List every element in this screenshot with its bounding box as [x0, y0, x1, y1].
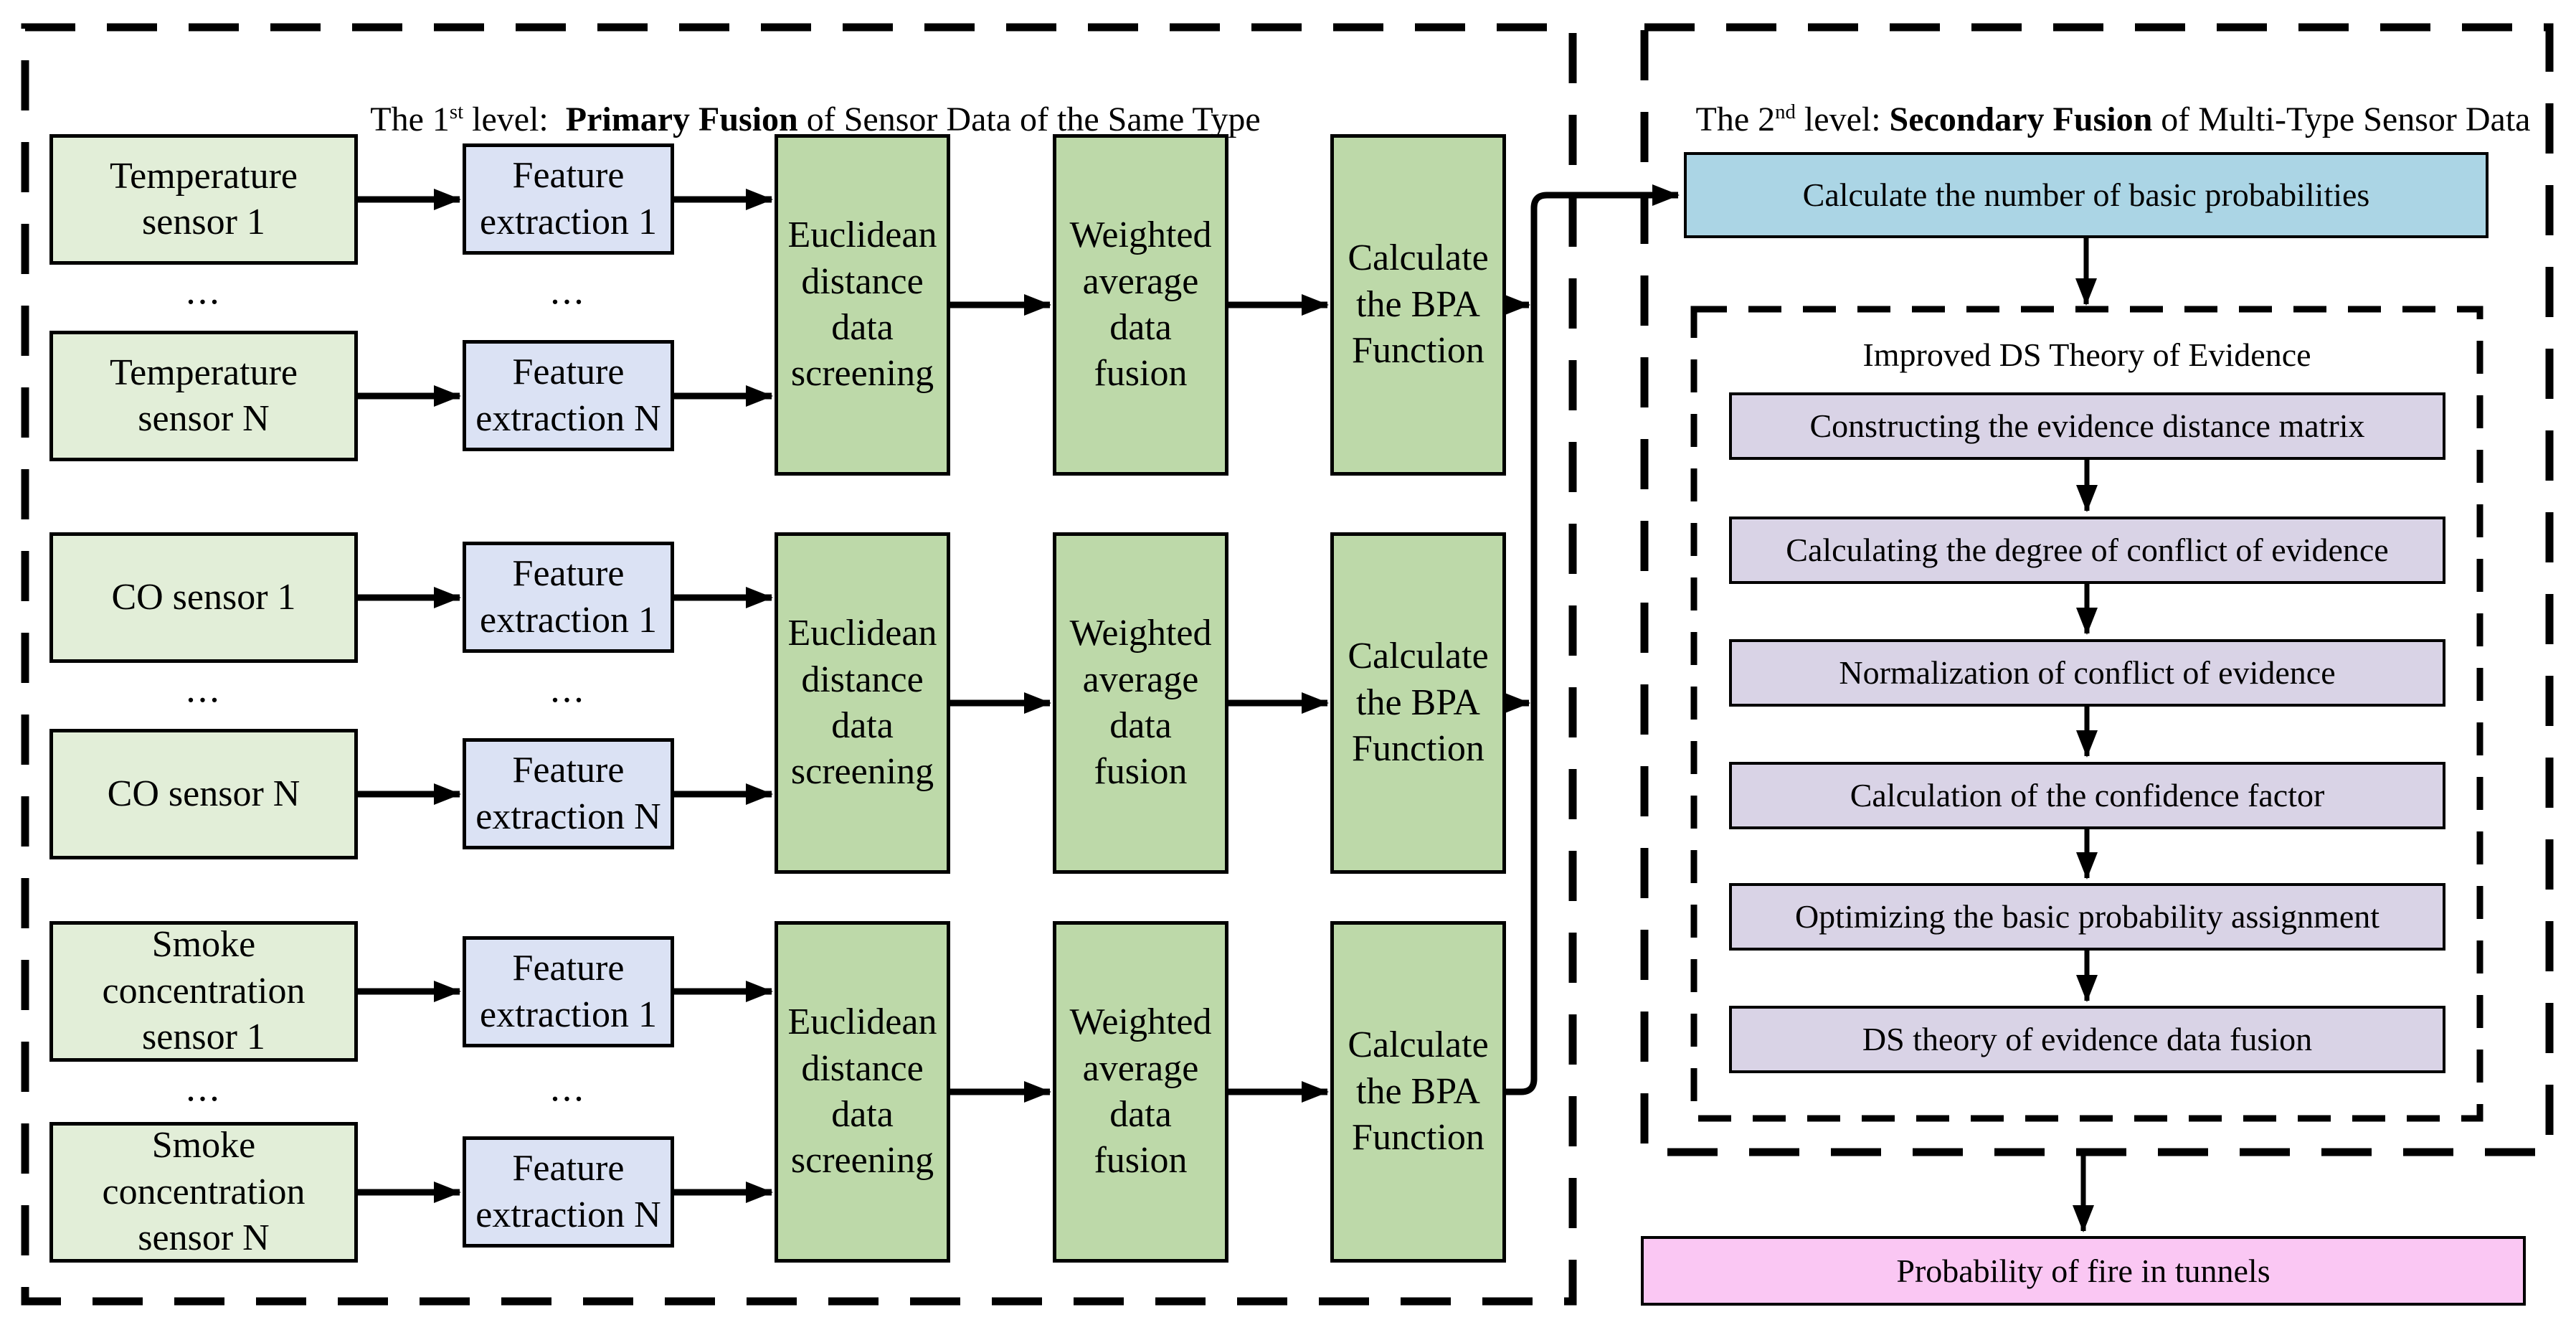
smoke-euclidean-screening-box: Euclidean distance data screening [775, 921, 950, 1263]
step-optimizing-bpa-box: Optimizing the basic probability assignm… [1729, 883, 2445, 951]
dashed-frames [21, 23, 2554, 1306]
level2-title: The 2nd level: Secondary Fusion of Multi… [1642, 57, 2549, 181]
level1-dashed-frame [21, 23, 1577, 1306]
step-degree-of-conflict-box: Calculating the degree of conflict of ev… [1729, 517, 2445, 584]
level1-arrows [358, 189, 1530, 1203]
level1-title-mid: level: [463, 100, 566, 138]
co-weighted-fusion-box: Weighted average data fusion [1053, 532, 1228, 874]
smoke-bpa-function-box: Calculate the BPA Function [1330, 921, 1506, 1263]
level2-arrows [2073, 238, 2098, 1232]
level2-title-bold: Secondary Fusion [1889, 100, 2153, 138]
level1-title-prefix: The 1 [370, 100, 450, 138]
step-confidence-factor-box: Calculation of the confidence factor [1729, 762, 2445, 829]
temp-feature-ellipsis: ... [550, 269, 586, 312]
temp-weighted-fusion-box: Weighted average data fusion [1053, 134, 1228, 476]
temp-euclidean-screening-box: Euclidean distance data screening [775, 134, 950, 476]
ds-theory-title: Improved DS Theory of Evidence [1862, 336, 2311, 373]
co-euclidean-screening-box: Euclidean distance data screening [775, 532, 950, 874]
bus-to-level2 [1506, 184, 1680, 1095]
step-ds-data-fusion-box: DS theory of evidence data fusion [1729, 1006, 2445, 1073]
smoke-weighted-fusion-box: Weighted average data fusion [1053, 921, 1228, 1263]
level2-title-prefix: The 2 [1695, 100, 1776, 138]
temperature-sensor-n-box: Temperature sensor N [49, 331, 358, 461]
smoke-sensor-n-box: Smoke concentration sensor N [49, 1122, 358, 1263]
level1-title: The 1st level: Primary Fusion of Sensor … [22, 57, 1575, 181]
smoke-feature-extraction-1-box: Feature extraction 1 [463, 936, 674, 1047]
smoke-sensor-ellipsis: ... [186, 1066, 222, 1109]
temperature-sensor-1-box: Temperature sensor 1 [49, 134, 358, 265]
level1-title-superscript: st [449, 100, 464, 123]
smoke-sensor-1-box: Smoke concentration sensor 1 [49, 921, 358, 1062]
calc-basic-probabilities-box: Calculate the number of basic probabilit… [1684, 152, 2489, 238]
co-sensor-n-box: CO sensor N [49, 729, 358, 859]
temp-feature-extraction-1-box: Feature extraction 1 [463, 143, 674, 255]
co-sensor-ellipsis: ... [186, 667, 222, 710]
step-evidence-distance-matrix-box: Constructing the evidence distance matri… [1729, 392, 2445, 460]
smoke-feature-ellipsis: ... [550, 1066, 586, 1109]
co-feature-extraction-1-box: Feature extraction 1 [463, 542, 674, 653]
level1-title-rest: of Sensor Data of the Same Type [797, 100, 1261, 138]
level2-dashed-frame [1640, 23, 2554, 1156]
level2-title-superscript: nd [1775, 100, 1796, 123]
level2-title-rest: of Multi-Type Sensor Data [2152, 100, 2531, 138]
fire-probability-output-box: Probability of fire in tunnels [1641, 1236, 2526, 1306]
co-sensor-1-box: CO sensor 1 [49, 532, 358, 663]
co-bpa-function-box: Calculate the BPA Function [1330, 532, 1506, 874]
co-feature-ellipsis: ... [550, 667, 586, 710]
temp-feature-extraction-n-box: Feature extraction N [463, 340, 674, 451]
temperature-sensor-ellipsis: ... [186, 269, 222, 312]
step-normalization-conflict-box: Normalization of conflict of evidence [1729, 639, 2445, 707]
co-feature-extraction-n-box: Feature extraction N [463, 738, 674, 849]
temp-bpa-function-box: Calculate the BPA Function [1330, 134, 1506, 476]
level2-title-mid: level: [1795, 100, 1890, 138]
level1-title-bold: Primary Fusion [565, 100, 798, 138]
smoke-feature-extraction-n-box: Feature extraction N [463, 1136, 674, 1248]
ds-theory-dashed-frame [1690, 306, 2483, 1122]
